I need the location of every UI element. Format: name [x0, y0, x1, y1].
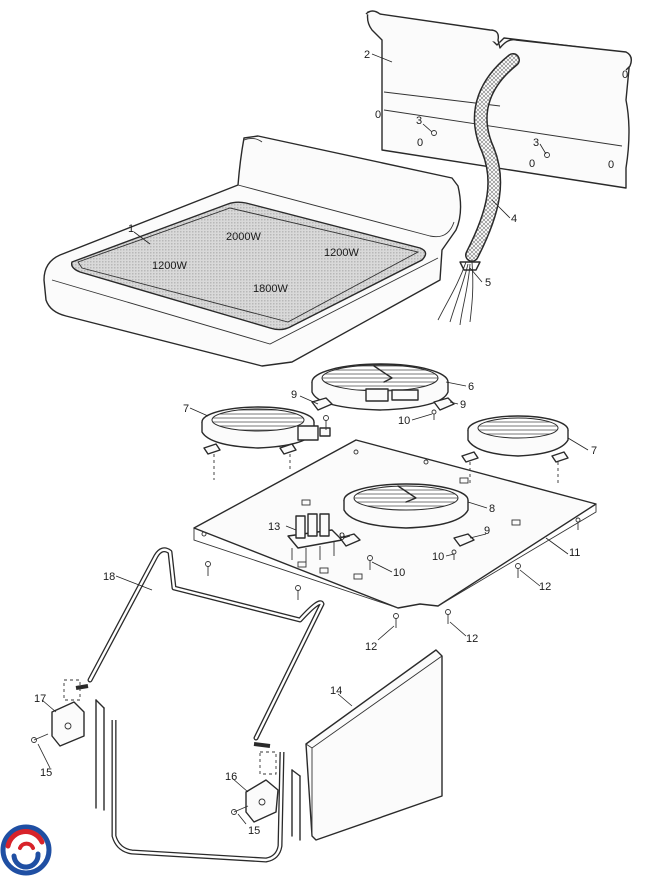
callout-12: 12 [365, 641, 377, 653]
callout-17: 17 [34, 693, 46, 705]
callout-13: 13 [268, 521, 280, 533]
callout-9: 9 [484, 525, 490, 537]
callout-3: 3 [533, 137, 539, 149]
element-wattage-left: 1200W [152, 260, 187, 272]
element-wattage-front: 1800W [253, 283, 288, 295]
brand-swirl-logo [0, 824, 52, 876]
callout-10: 10 [393, 567, 405, 579]
back-panel: 0 0 0 0 0 [365, 10, 633, 189]
callout-16: 16 [225, 771, 237, 783]
callout-labels: 2 3 3 4 5 1 6 7 7 8 9 9 9 9 10 10 10 11 … [34, 49, 597, 837]
callout-12: 12 [466, 633, 478, 645]
side-panel [305, 649, 443, 841]
heating-element-front [343, 483, 469, 529]
mounting-screws [205, 409, 581, 628]
leader-lines [37, 53, 589, 825]
callout-3: 3 [416, 115, 422, 127]
mounting-clips [203, 397, 569, 547]
element-wattage-right: 1200W [324, 247, 359, 259]
svg-text:0: 0 [529, 158, 535, 170]
hinge-bracket-left [31, 679, 85, 747]
callout-5: 5 [485, 277, 491, 289]
svg-text:0: 0 [608, 159, 614, 171]
callout-12: 12 [539, 581, 551, 593]
heating-element-left [201, 406, 331, 449]
callout-9: 9 [339, 531, 345, 543]
callout-11: 11 [569, 547, 580, 559]
cooktop-frame: 2000W 1200W 1200W 1800W [43, 135, 462, 367]
element-wattage-rear: 2000W [226, 231, 261, 243]
svg-text:0: 0 [622, 69, 628, 81]
callout-7: 7 [591, 445, 597, 457]
callout-6: 6 [468, 381, 474, 393]
lower-frame [95, 699, 301, 863]
callout-7: 7 [183, 403, 189, 415]
callout-9: 9 [460, 399, 466, 411]
callout-4: 4 [511, 213, 517, 225]
svg-text:0: 0 [417, 137, 423, 149]
callout-15: 15 [248, 825, 260, 837]
wire-conduit [437, 53, 520, 326]
callout-8: 8 [489, 503, 495, 515]
callout-9: 9 [291, 389, 297, 401]
lid-support-rod [75, 547, 325, 748]
callout-1: 1 [128, 223, 134, 235]
heating-element-right [467, 415, 569, 457]
callout-14: 14 [330, 685, 342, 697]
svg-text:0: 0 [375, 109, 381, 121]
hinge-bracket-right [231, 751, 279, 823]
callout-10: 10 [398, 415, 410, 427]
callout-10: 10 [432, 551, 444, 563]
callout-15: 15 [40, 767, 52, 779]
callout-18: 18 [103, 571, 115, 583]
callout-2: 2 [364, 49, 370, 61]
heating-element-large [311, 363, 449, 411]
